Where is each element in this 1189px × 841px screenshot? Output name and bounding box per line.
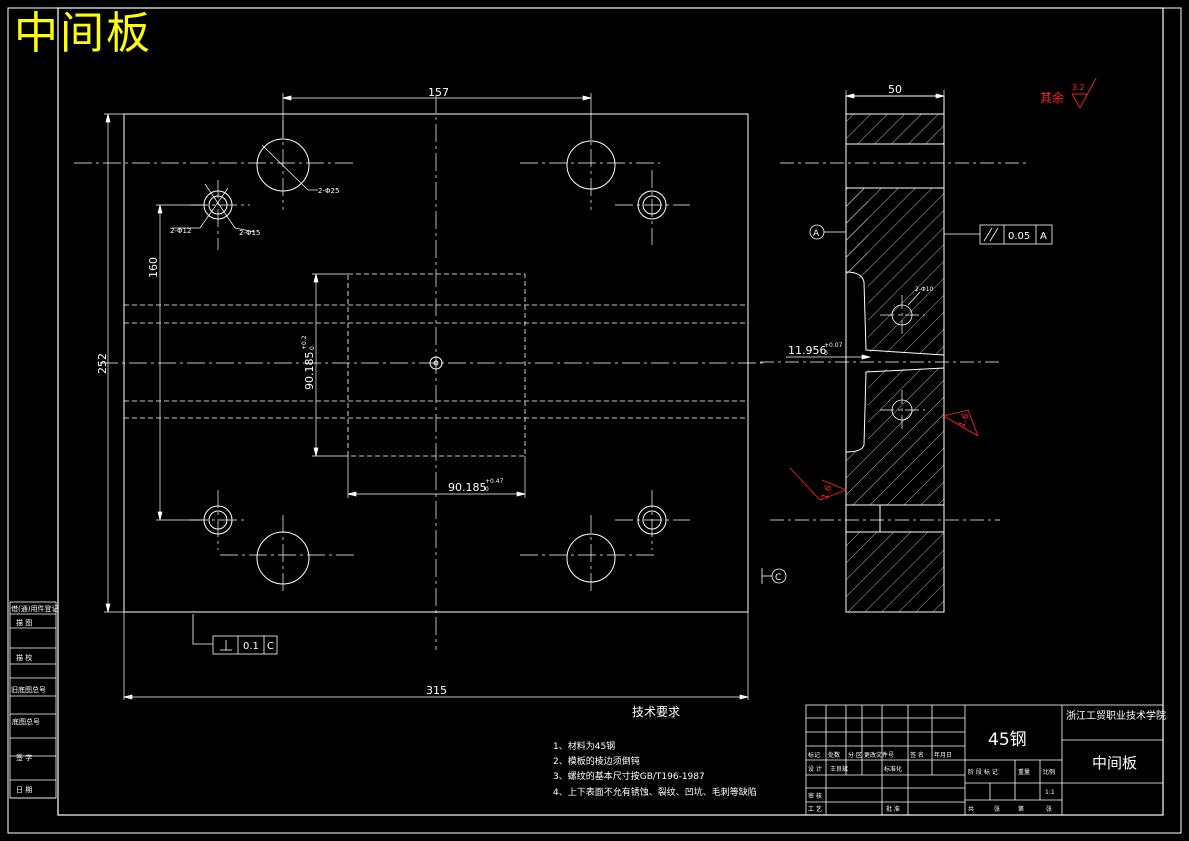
hole-10-label: 2-Φ10	[915, 286, 934, 293]
std-label: 标准化	[884, 765, 902, 773]
dim-pocket-w-tol: +0.47	[485, 478, 504, 485]
outer-frame	[7, 7, 1182, 834]
perp-value: 0.1	[243, 641, 259, 652]
mark-5: 年月日	[934, 751, 952, 759]
inner-frame	[57, 7, 1164, 816]
tech-item-4: 4、上下表面不允有锈蚀、裂纹、凹坑、毛刺等缺陷	[553, 786, 757, 798]
sheet-1: 张	[994, 805, 1000, 813]
front-view: 2-Φ25 2-Φ12 2-Φ15 157 315 252	[74, 86, 787, 700]
scale: 1:1	[1045, 789, 1055, 796]
side-stamp	[9, 601, 57, 799]
datum-a: A	[813, 229, 820, 239]
sheet-2: 第	[1018, 805, 1024, 813]
stamp-4: 底图总号	[12, 717, 40, 726]
stamp-5: 签 字	[16, 753, 32, 762]
sheet-3: 张	[1046, 805, 1052, 813]
tech-heading: 技术要求	[632, 705, 680, 719]
material: 45钢	[988, 730, 1027, 750]
dim-252: 252	[96, 353, 109, 374]
dim-50: 50	[888, 83, 902, 96]
part-name: 中间板	[1092, 754, 1137, 772]
school-name: 浙江工贸职业技术学院	[1066, 709, 1166, 722]
weight-label: 重量	[1018, 768, 1030, 776]
hole-12-label: 2-Φ12	[170, 227, 191, 235]
ratio-label: 比例	[1043, 768, 1055, 776]
dim-side-depth-tol-low: 0	[824, 350, 828, 357]
tech-item-1: 1、材料为45钢	[553, 740, 615, 752]
approve-label: 批 准	[886, 805, 900, 813]
dim-pocket-w-tol-low: 0	[485, 486, 489, 493]
screw-hole-br	[637, 505, 667, 535]
perp-datum: C	[267, 641, 274, 652]
tech-item-3: 3、螺纹的基本尺寸按GB/T196-1987	[553, 770, 705, 782]
stamp-1: 描 图	[16, 618, 32, 627]
tech-item-2: 2、模板的棱边须倒钝	[553, 755, 640, 767]
hole-25-label: 2-Φ25	[318, 187, 339, 195]
rough-rest-value: 3.2	[1072, 83, 1085, 92]
mark-3: 更改文件号	[864, 751, 894, 759]
rough-right-value: 1.6	[957, 412, 971, 429]
stage-label: 阶 段 标 记	[968, 768, 998, 776]
dim-side-depth-tol: +0.07	[824, 342, 843, 349]
stamp-6: 日 期	[16, 786, 32, 794]
design-label: 设 计	[808, 765, 822, 773]
parallel-datum: A	[1040, 231, 1047, 242]
guide-hole-bl	[256, 531, 310, 585]
stamp-3: 旧底图总号	[11, 685, 46, 694]
dim-157: 157	[428, 86, 449, 99]
side-view: 2-Φ10 50 11.956 +0.07 0 A	[760, 77, 1097, 613]
guide-hole-tr	[566, 140, 616, 190]
mark-2: 分 区	[848, 751, 862, 759]
dim-315: 315	[426, 684, 447, 697]
screw-hole-tr	[637, 190, 667, 220]
hole-15-label: 2-Φ15	[239, 229, 260, 237]
rough-side-value: 1.6	[820, 484, 834, 501]
dim-pocket-h: 90.185	[303, 352, 316, 391]
guide-hole-br	[566, 533, 616, 583]
dim-pocket-h-tol: +0.2	[301, 335, 308, 350]
page-title: 中间板	[14, 8, 152, 59]
datum-c: C	[775, 573, 781, 583]
stamp-0: 借(通)用件登记	[11, 604, 58, 613]
mark-1: 处数	[828, 751, 840, 759]
parallel-value: 0.05	[1008, 231, 1030, 242]
dim-pocket-h-tol-low: 0	[309, 346, 316, 350]
guide-hole-tl	[256, 138, 310, 192]
designer: 王良斌	[830, 765, 848, 773]
process-label: 工 艺	[808, 805, 822, 813]
title-block	[805, 704, 1164, 816]
dim-side-depth: 11.956	[788, 344, 827, 357]
rough-rest-label: 其余	[1040, 90, 1064, 105]
mark-0: 标记	[808, 751, 820, 759]
sheet-0: 共	[968, 805, 974, 813]
review-label: 审 核	[808, 792, 822, 800]
mark-4: 签 名	[910, 751, 924, 759]
dim-160: 160	[147, 257, 160, 278]
dim-pocket-w: 90.185	[448, 481, 487, 494]
stamp-2: 描 校	[16, 653, 32, 662]
center-hole	[429, 356, 443, 370]
